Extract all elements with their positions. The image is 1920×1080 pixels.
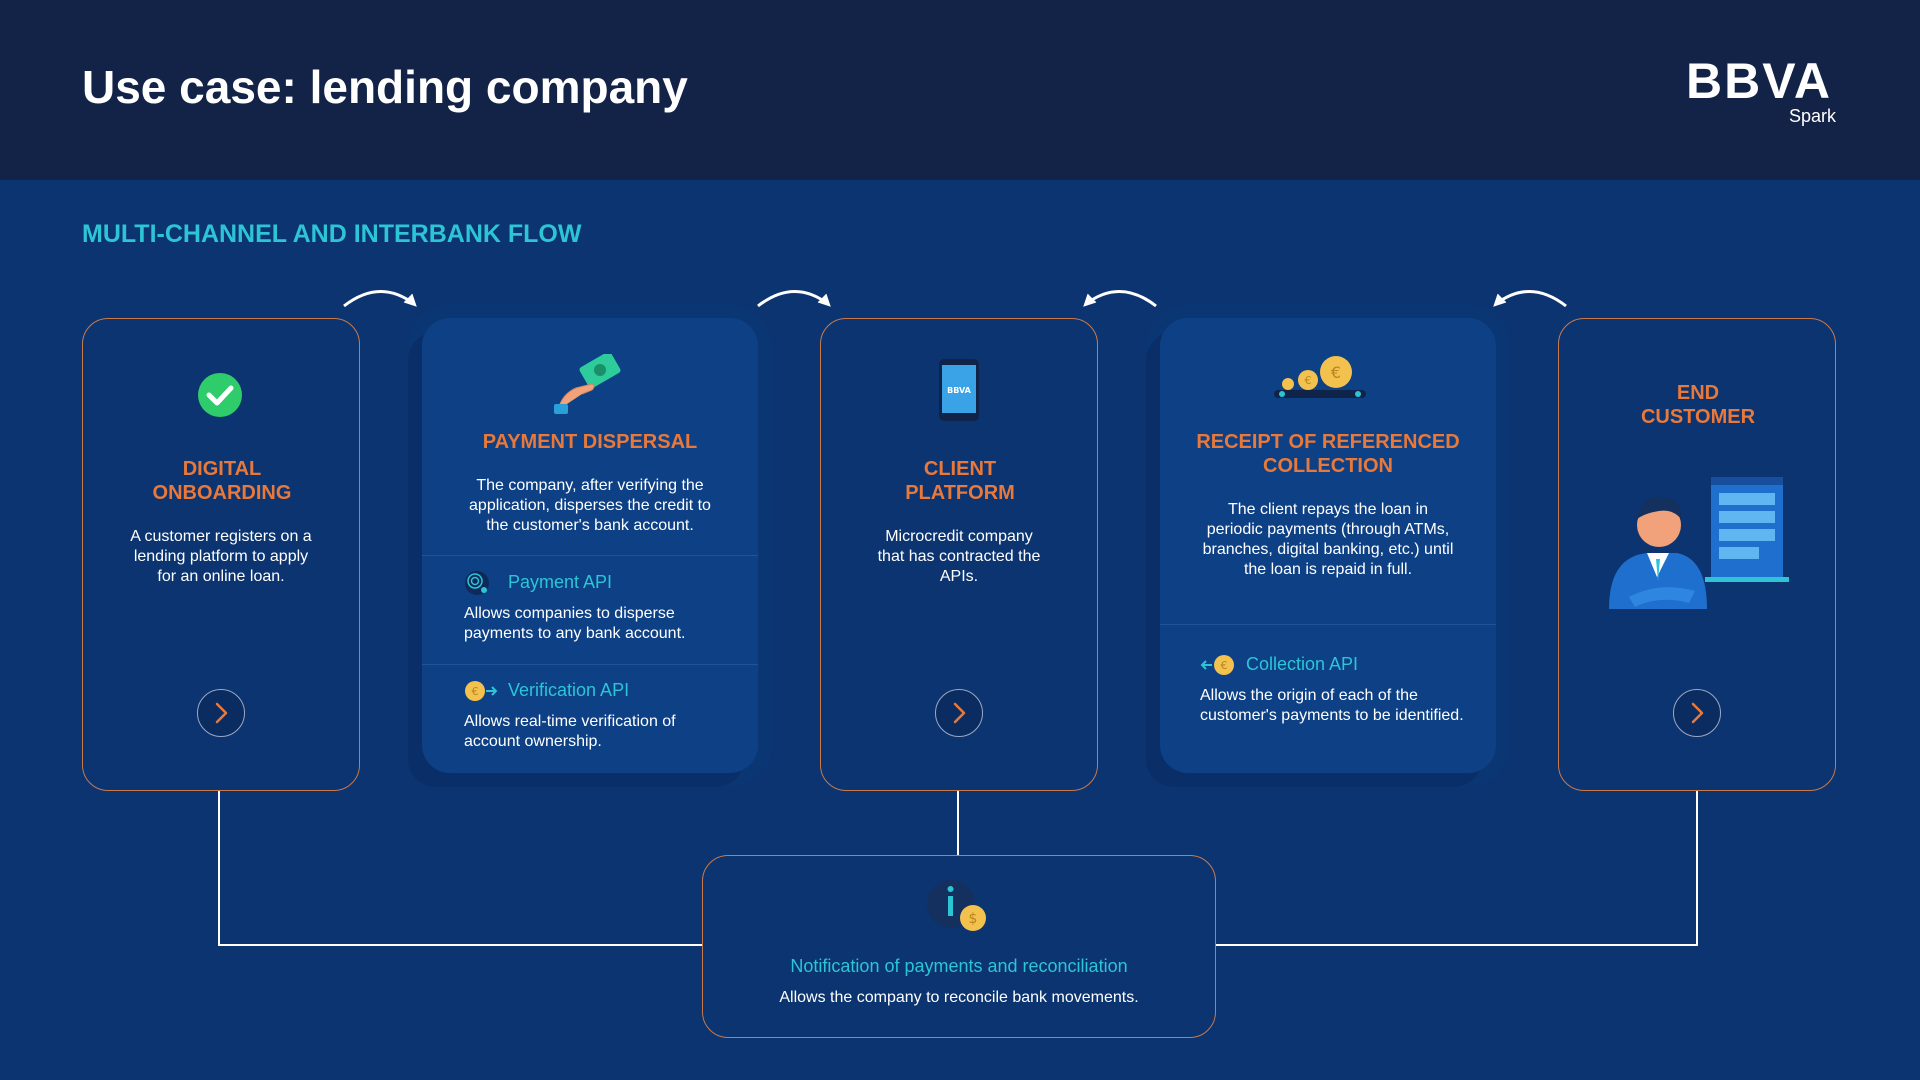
connector-line (957, 791, 959, 855)
card-title: PAYMENT DISPERSAL (482, 431, 698, 453)
coin-transfer-icon: € (465, 681, 498, 701)
flow-arrow-right-icon (343, 290, 417, 308)
page-title: Use case: lending company (82, 61, 688, 113)
connector-line (218, 791, 220, 946)
next-arrow-button[interactable] (935, 689, 983, 737)
card-digital-onboarding: DIGITAL ONBOARDING A customer registers … (82, 318, 360, 791)
chevron-right-icon (215, 702, 228, 724)
card-description: A customer registers on a lending platfo… (130, 528, 312, 585)
connector-line (1696, 791, 1698, 946)
card-payment-dispersal: PAYMENT DISPERSAL The company, after ver… (422, 318, 758, 773)
flow-arrow-left-icon (1083, 290, 1157, 308)
smartphone-icon: BBVA (939, 359, 979, 421)
notification-description: Allows the company to reconcile bank mov… (779, 989, 1139, 1006)
svg-text:€: € (1221, 659, 1228, 672)
svg-text:€: € (1331, 363, 1341, 382)
flow-arrow-left-icon (1493, 290, 1567, 308)
connector-line (1215, 944, 1698, 946)
money-hand-icon (554, 354, 621, 414)
divider (422, 555, 758, 556)
logo-word: BBVA (1686, 53, 1832, 109)
card-referenced-collection: € € RECEIPT OF REFERENCED COLLECTION The… (1160, 318, 1496, 773)
next-arrow-button[interactable] (197, 689, 245, 737)
api-description: Allows real-time verification of account… (464, 713, 676, 750)
card-title: RECEIPT OF REFERENCED COLLECTION (1196, 431, 1460, 477)
svg-text:€: € (472, 685, 479, 698)
divider (1160, 624, 1496, 625)
api-name: Payment API (508, 572, 613, 592)
euro-coins-icon: € € (1274, 356, 1366, 398)
customer-building-icon (1609, 477, 1789, 609)
svg-text:€: € (1305, 374, 1312, 387)
card-client-platform: BBVA CLIENT PLATFORM Microcredit company… (820, 318, 1098, 791)
card-title: DIGITAL ONBOARDING (152, 458, 292, 504)
coin-receive-icon: € (1200, 655, 1234, 675)
chevron-right-icon (953, 702, 966, 724)
api-description: Allows companies to disperse payments to… (464, 605, 686, 642)
notification-box: $ Notification of payments and reconcili… (702, 855, 1216, 1038)
bbva-spark-logo[interactable]: BBVA Spark (1686, 52, 1836, 132)
check-circle-icon (198, 373, 242, 417)
api-name: Verification API (508, 680, 630, 700)
chevron-right-icon (1691, 702, 1704, 724)
card-description: Microcredit company that has contracted … (877, 528, 1041, 585)
divider (422, 664, 758, 665)
card-description: The client repays the loan in periodic p… (1202, 501, 1454, 578)
card-end-customer: END CUSTOMER (1558, 318, 1836, 791)
api-name: Collection API (1246, 654, 1359, 674)
svg-text:$: $ (969, 911, 978, 927)
card-title: END CUSTOMER (1640, 382, 1756, 428)
header-bar: Use case: lending company BBVA Spark (0, 0, 1920, 180)
card-title: CLIENT PLATFORM (905, 458, 1015, 504)
fingerprint-icon (465, 571, 489, 595)
api-description: Allows the origin of each of the custome… (1200, 687, 1464, 724)
connector-line (218, 944, 704, 946)
notification-title: Notification of payments and reconciliat… (790, 956, 1128, 976)
phone-label: BBVA (947, 386, 972, 395)
info-coin-icon: $ (927, 880, 986, 931)
next-arrow-button[interactable] (1673, 689, 1721, 737)
section-title: MULTI-CHANNEL AND INTERBANK FLOW (82, 220, 582, 248)
card-description: The company, after verifying the applica… (469, 477, 711, 534)
flow-arrow-right-icon (757, 290, 831, 308)
logo-subtitle: Spark (1788, 106, 1836, 126)
